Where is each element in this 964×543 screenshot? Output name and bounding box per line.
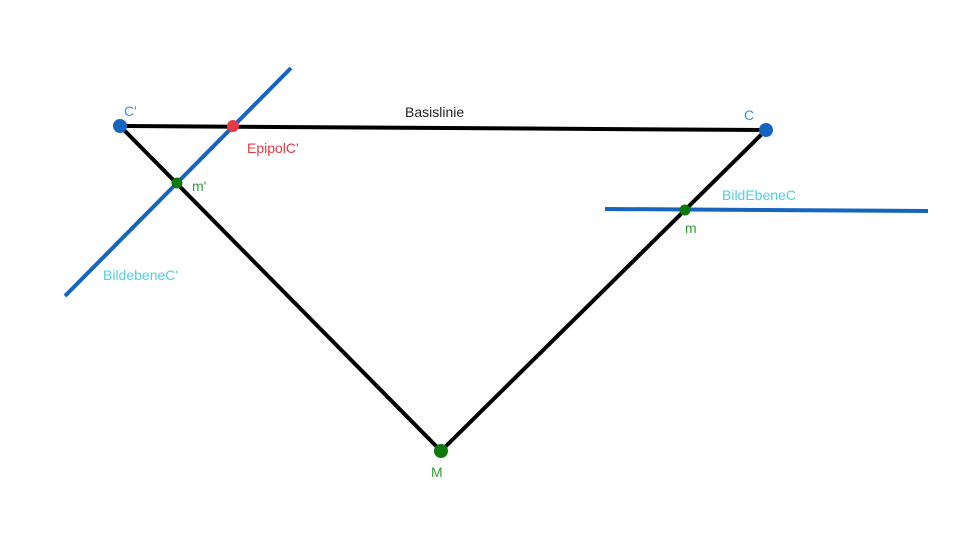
image-plane-left-label: BildebeneC' <box>103 267 178 283</box>
baseline-line <box>119 124 767 132</box>
image-point-right <box>679 204 691 216</box>
baseline-label: Basislinie <box>405 104 464 120</box>
world-point-label: M <box>431 464 443 480</box>
ray-left-camera-to-M <box>118 124 443 453</box>
epipole-point <box>227 120 239 132</box>
epipole-label: EpipolC' <box>247 140 299 156</box>
camera-left-label: C' <box>124 103 137 119</box>
ray-right-camera-to-M <box>439 128 768 453</box>
camera-left-point <box>113 119 127 133</box>
world-point-M <box>434 444 448 458</box>
image-point-left-label: m' <box>192 178 206 194</box>
image-plane-right-label: BildEbeneC <box>722 187 796 203</box>
camera-right-point <box>759 123 773 137</box>
image-point-left <box>171 177 183 189</box>
image-plane-right <box>604 207 929 213</box>
image-point-right-label: m <box>685 220 697 236</box>
camera-right-label: C <box>744 107 754 123</box>
